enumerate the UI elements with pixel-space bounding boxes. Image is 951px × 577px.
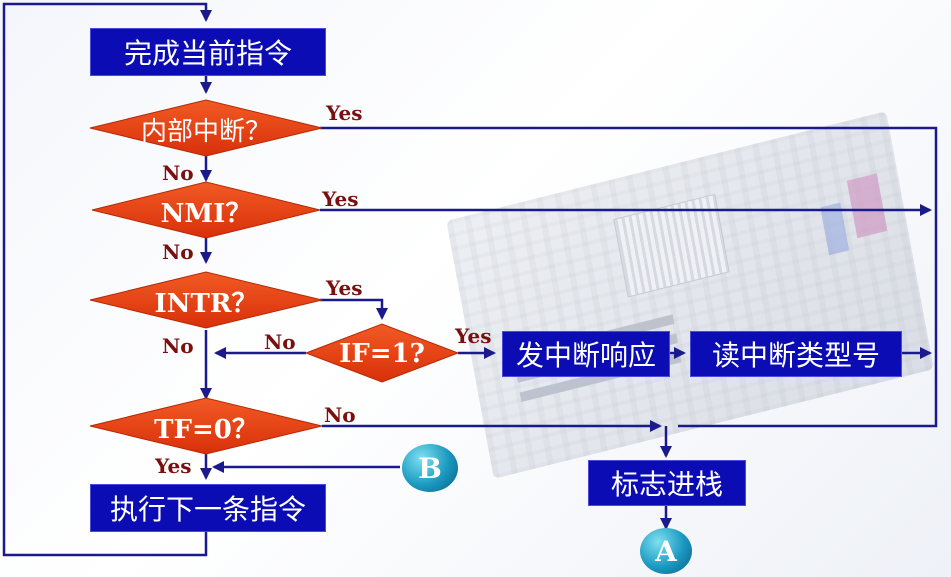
edge-tf-yes: Yes — [155, 454, 192, 478]
node-read-interrupt-type: 读中断类型号 — [690, 331, 902, 377]
edge-nmi-no: No — [162, 240, 194, 264]
decision-intr-shape — [89, 271, 323, 329]
edge-if-no: No — [264, 330, 296, 354]
edge-internal-no: No — [162, 161, 194, 185]
edge-intr-yes: Yes — [326, 276, 363, 300]
node-finish-current-instruction: 完成当前指令 — [90, 28, 326, 76]
decision-internal-shape — [89, 99, 323, 157]
decision-tf-shape — [89, 397, 323, 455]
node-send-interrupt-response: 发中断响应 — [502, 331, 670, 377]
edge-if-yes: Yes — [455, 324, 492, 348]
edge-intr-no: No — [162, 334, 194, 358]
decision-nmi-shape — [91, 181, 321, 239]
node-push-flags: 标志进栈 — [588, 460, 746, 506]
edge-tf-no: No — [324, 403, 356, 427]
connector-a: A — [640, 528, 692, 574]
decision-internal-label: 内部中断？ — [140, 116, 271, 147]
edge-nmi-yes: Yes — [322, 187, 359, 211]
decision-if-label: IF=1? — [339, 339, 425, 369]
connector-b: B — [402, 444, 458, 492]
decision-tf-label: TF=0？ — [154, 414, 258, 445]
decision-nmi-label: NMI？ — [160, 198, 252, 229]
decision-intr-label: INTR？ — [154, 288, 258, 319]
edge-internal-yes: Yes — [326, 101, 363, 125]
decision-if-shape — [304, 323, 460, 383]
node-execute-next-instruction: 执行下一条指令 — [90, 484, 326, 532]
